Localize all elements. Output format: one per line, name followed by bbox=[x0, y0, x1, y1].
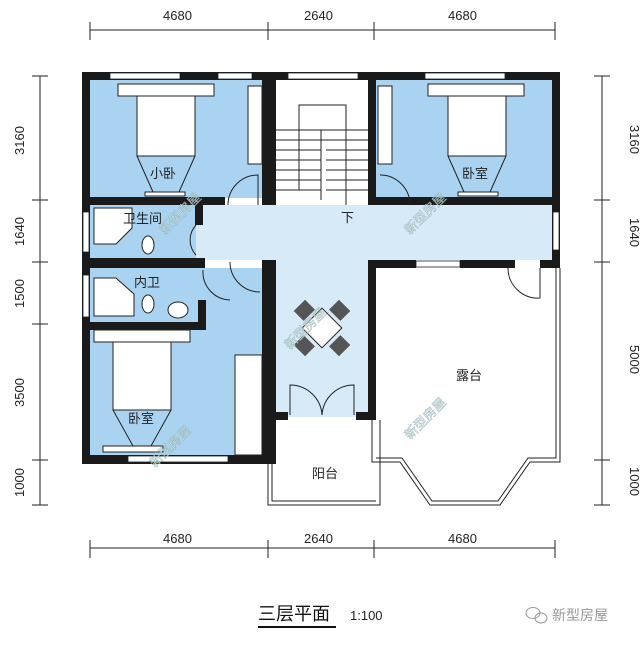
dim-top-1: 4680 bbox=[163, 8, 192, 23]
dim-left-3: 1500 bbox=[12, 279, 27, 308]
bed-small-bedroom bbox=[117, 83, 215, 197]
room-label-balcony: 阳台 bbox=[312, 467, 338, 482]
wardrobe bbox=[247, 85, 263, 165]
watermark: 新型房屋 bbox=[402, 395, 450, 443]
dim-top-3: 4680 bbox=[448, 8, 477, 23]
dimension-lines bbox=[32, 22, 610, 558]
dim-left-1: 3160 bbox=[12, 126, 27, 155]
room-label-bedroom-ne: 卧室 bbox=[462, 166, 488, 182]
dining-table bbox=[293, 299, 351, 357]
dim-right-3: 5000 bbox=[627, 345, 640, 374]
doors bbox=[189, 174, 541, 416]
wardrobe bbox=[377, 85, 393, 165]
stair-down-label: 下 bbox=[341, 211, 354, 226]
room-label-bathroom: 卫生间 bbox=[123, 212, 162, 227]
bathroom-fixtures bbox=[93, 207, 189, 319]
staircase bbox=[276, 80, 368, 205]
dim-top-2: 2640 bbox=[304, 8, 333, 23]
room-label-small-bedroom: 小卧 bbox=[150, 167, 176, 182]
plan-title: 三层平面 bbox=[258, 604, 330, 625]
room-label-terrace: 露台 bbox=[456, 369, 482, 384]
dim-right-4: 1000 bbox=[627, 467, 640, 496]
room-label-ensuite: 内卫 bbox=[134, 275, 160, 291]
dim-bottom-3: 4680 bbox=[448, 531, 477, 546]
footer-brand: 新型房屋 bbox=[552, 608, 608, 624]
terrace-outline bbox=[371, 268, 561, 506]
dim-bottom-1: 4680 bbox=[163, 531, 192, 546]
dim-left-5: 1000 bbox=[12, 468, 27, 497]
corridor-floor bbox=[196, 205, 552, 260]
plan-scale: 1:100 bbox=[350, 608, 383, 623]
dim-right-2: 1640 bbox=[627, 218, 640, 247]
wechat-icon bbox=[525, 607, 548, 624]
bed-sw bbox=[93, 329, 191, 453]
sofa bbox=[234, 354, 263, 456]
dim-left-4: 3500 bbox=[12, 378, 27, 407]
bed-ne bbox=[427, 83, 525, 197]
windows bbox=[82, 72, 560, 463]
dim-bottom-2: 2640 bbox=[304, 531, 333, 546]
room-label-bedroom-sw: 卧室 bbox=[128, 411, 154, 427]
dim-right-1: 3160 bbox=[627, 125, 640, 154]
dim-left-2: 1640 bbox=[12, 217, 27, 246]
balcony-outline bbox=[267, 420, 381, 506]
